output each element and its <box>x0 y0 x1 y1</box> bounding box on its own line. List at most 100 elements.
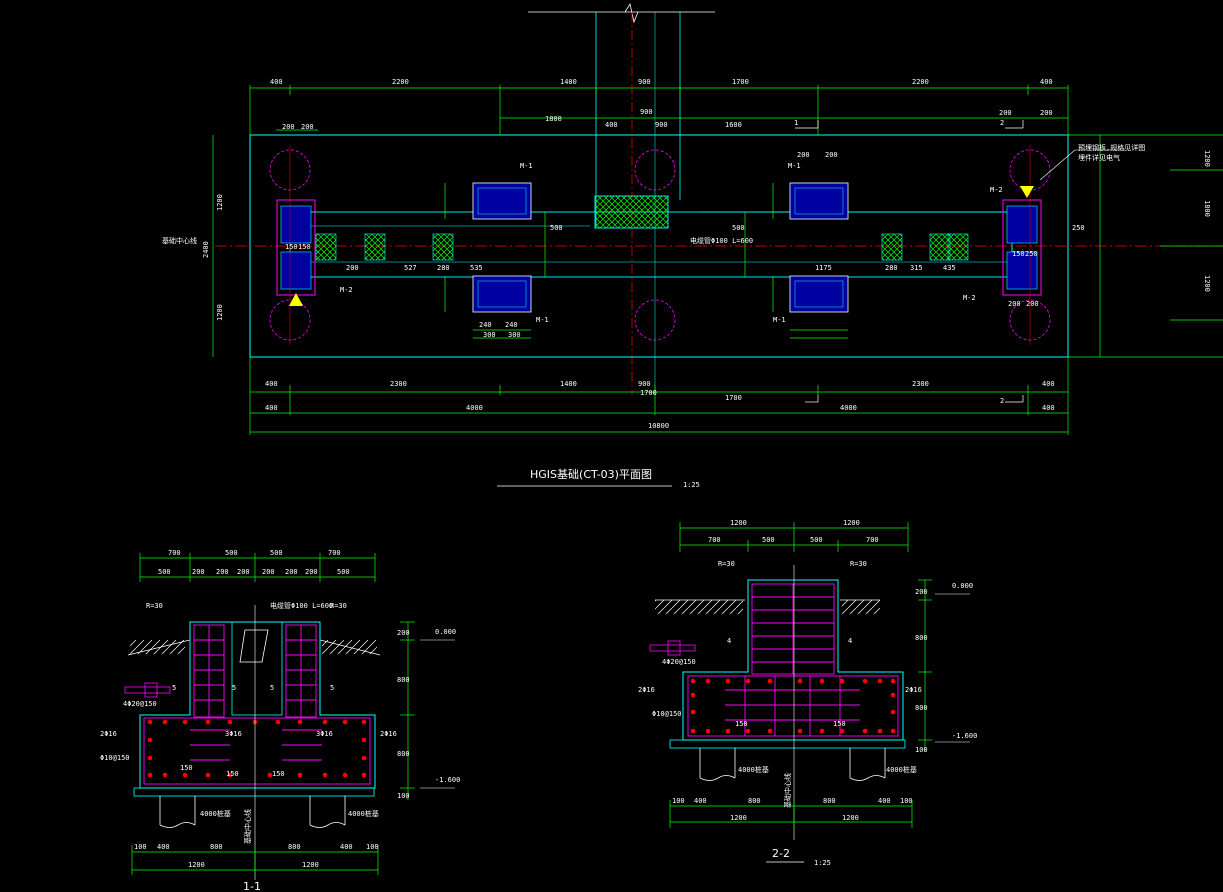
label-m1-a: M-1 <box>520 162 533 170</box>
section-2-2: 1200 1200 700 500 500 700 <box>638 519 977 867</box>
s11-rebar2-a: 2Φ16 <box>100 730 117 738</box>
s22-r2: R=30 <box>850 560 867 568</box>
dim-top2-1: 1800 <box>545 115 562 123</box>
dim-bot2-2: 1700 <box>640 389 657 397</box>
s22-mark4-a: 4 <box>727 637 731 645</box>
s11-db1-3: 800 <box>288 843 301 851</box>
s11-dt2-1: 200 <box>192 568 205 576</box>
dim-inner-4: 1175 <box>815 264 832 272</box>
dim-inner-1: 527 <box>404 264 417 272</box>
s22-elev-bottom: -1.600 <box>952 732 977 740</box>
s22-db1-4: 400 <box>878 797 891 805</box>
s22-sd-2: 800 <box>915 704 928 712</box>
s11-db1-2: 800 <box>210 843 223 851</box>
s11-pile-b: 4000桩基 <box>348 809 379 818</box>
s11-sd-1: 800 <box>397 676 410 684</box>
s11-sd-2: 800 <box>397 750 410 758</box>
label-axis: 基础中心线 <box>162 236 197 245</box>
plan-view: 400 2200 1400 900 1700 2200 400 900 1800… <box>162 2 1223 489</box>
s22-mark4-b: 4 <box>848 637 852 645</box>
s22-dt2-1: 500 <box>762 536 775 544</box>
dim-inner-6: 315 <box>910 264 923 272</box>
plan-title: HGIS基础(CT-03)平面图 <box>530 468 652 481</box>
svg-text:1: 1 <box>794 119 798 127</box>
svg-text:2: 2 <box>1000 397 1004 405</box>
s22-db1-3: 800 <box>823 797 836 805</box>
dim-top2-0: 900 <box>640 108 653 116</box>
dim-top3-2: 200 <box>1008 300 1021 308</box>
s11-rebar1: 4Φ20@150 <box>123 700 157 708</box>
s11-r2: R=30 <box>330 602 347 610</box>
s11-mark5-a: 5 <box>172 684 176 692</box>
s11-dt1-3: 700 <box>328 549 341 557</box>
label-pipe: 电缆管Φ100 L=600 <box>690 236 753 245</box>
s11-dt2-0: 500 <box>158 568 171 576</box>
dim-inner-14: 150 <box>285 243 298 251</box>
s11-dt2-3: 200 <box>237 568 250 576</box>
s22-dt2-3: 700 <box>866 536 879 544</box>
s11-sd-3: 100 <box>397 792 410 800</box>
dim-bot1-5: 2300 <box>912 380 929 388</box>
s11-db2-1: 1200 <box>302 861 319 869</box>
dim-left-0: 1200 <box>216 194 224 211</box>
s22-r1: R=30 <box>718 560 735 568</box>
dim-bot1-3: 900 <box>638 380 651 388</box>
label-m1-b: M-1 <box>536 316 549 324</box>
dim-top1-4: 1700 <box>732 78 749 86</box>
s11-mark5-c: 5 <box>270 684 274 692</box>
s11-dt1-1: 500 <box>225 549 238 557</box>
svg-text:2: 2 <box>1000 119 1004 127</box>
dim-inner-16: 150 <box>1012 250 1025 258</box>
dim-right-0: 1200 <box>1203 150 1211 167</box>
s22-elev-top: 0.000 <box>952 582 973 590</box>
s11-dt2-5: 200 <box>285 568 298 576</box>
label-m2-c: M-2 <box>990 186 1003 194</box>
dim-inner-8: 500 <box>550 224 563 232</box>
s11-dt1-0: 700 <box>168 549 181 557</box>
s11-150-b: 150 <box>226 770 239 778</box>
dim-bot2-3: 4000 <box>840 404 857 412</box>
dim-top3-7: 200 <box>1040 109 1053 117</box>
s11-rebar2-b: 2Φ16 <box>380 730 397 738</box>
dim-top1-2: 1400 <box>560 78 577 86</box>
s11-dt2-4: 200 <box>262 568 275 576</box>
s22-dt1-0: 1200 <box>730 519 747 527</box>
dim-top3-6: 200 <box>999 109 1012 117</box>
s11-mark5-b: 5 <box>232 684 236 692</box>
dim-top1-1: 2200 <box>392 78 409 86</box>
s11-rebar4-a: 3Φ16 <box>225 730 242 738</box>
dim-inner-9: 500 <box>732 224 745 232</box>
s22-rebar2-a: 2Φ16 <box>638 686 655 694</box>
dim-bot1-2: 1400 <box>560 380 577 388</box>
dim-inner-18: 250 <box>1072 224 1085 232</box>
s11-mark5-d: 5 <box>330 684 334 692</box>
dim-inner-17: 250 <box>1025 250 1038 258</box>
dim-inner-7: 435 <box>943 264 956 272</box>
dim-bot2-4: 400 <box>1042 404 1055 412</box>
dim-inner-13: 300 <box>508 331 521 339</box>
label-m2-b: M-2 <box>963 294 976 302</box>
label-m1-c: M-1 <box>788 162 801 170</box>
dim-bot1-1: 2300 <box>390 380 407 388</box>
s22-pile-a: 4000桩基 <box>738 765 769 774</box>
section-1-1: 700 500 500 700 500 200 200 200 200 200 … <box>100 549 460 892</box>
dim-top1-0: 400 <box>270 78 283 86</box>
dim-inner-11: 240 <box>505 321 518 329</box>
s11-dt1-2: 500 <box>270 549 283 557</box>
dim-bot1-6: 400 <box>1042 380 1055 388</box>
s22-sd-1: 800 <box>915 634 928 642</box>
s22-db1-0: 100 <box>672 797 685 805</box>
dim-top3-5: 200 <box>825 151 838 159</box>
dim-top3-3: 200 <box>1026 300 1039 308</box>
s11-rebar3: Φ10@150 <box>100 754 130 762</box>
s11-sd-0: 200 <box>397 629 410 637</box>
label-m1-d: M-1 <box>773 316 786 324</box>
dim-bot1-4: 1700 <box>725 394 742 402</box>
dim-bot2-0: 400 <box>265 404 278 412</box>
s11-150-c: 150 <box>272 770 285 778</box>
s22-150-a: 150 <box>735 720 748 728</box>
dim-inner-5: 280 <box>885 264 898 272</box>
label-note1: 预埋钢板,规格见详图 <box>1078 143 1145 152</box>
s22-db2-0: 1200 <box>730 814 747 822</box>
